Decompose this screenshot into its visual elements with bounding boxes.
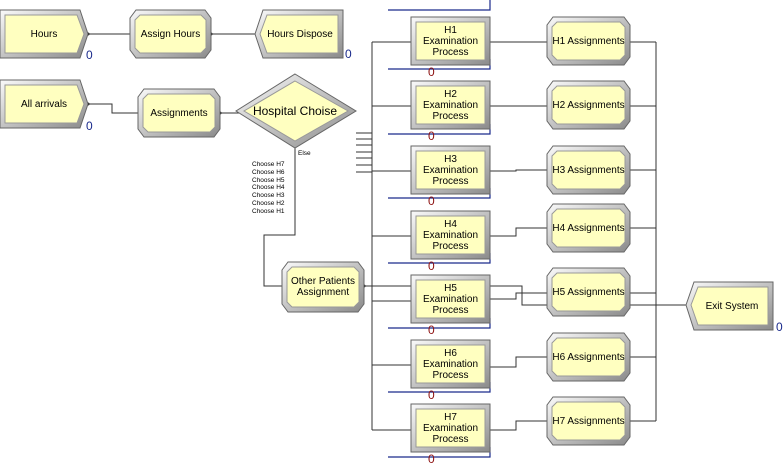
condition-label: Choose H4 xyxy=(252,184,285,192)
exit-system-counter: 0 xyxy=(776,320,783,334)
hours-dispose-module[interactable] xyxy=(254,9,344,59)
h6-examination-process-module[interactable] xyxy=(410,339,491,389)
h1-process-counter: 0 xyxy=(428,65,435,79)
all-arrivals-create-module[interactable] xyxy=(0,79,89,129)
assignments-module[interactable] xyxy=(137,88,221,138)
h6-assignments-module[interactable] xyxy=(546,332,631,382)
h3-assignments-module[interactable] xyxy=(546,145,631,195)
hours-counter: 0 xyxy=(86,48,93,62)
h4-examination-process-module[interactable] xyxy=(410,210,491,260)
h5-examination-process-module[interactable] xyxy=(410,274,491,324)
condition-label: Choose H7 xyxy=(252,161,285,168)
h7-process-counter: 0 xyxy=(428,452,435,466)
assign-hours-module[interactable] xyxy=(129,9,212,59)
h4-assignments-module[interactable] xyxy=(546,203,631,253)
else-label: Else xyxy=(298,150,311,157)
h5-assignments-module[interactable] xyxy=(546,267,631,317)
hours-dispose-counter: 0 xyxy=(345,47,352,61)
h2-examination-process-module[interactable] xyxy=(410,80,491,130)
hours-create-module[interactable] xyxy=(0,9,89,59)
h4-process-counter: 0 xyxy=(428,259,435,273)
h2-assignments-module[interactable] xyxy=(546,80,631,130)
hospital-choise-decision[interactable] xyxy=(235,73,357,149)
all-arrivals-counter: 0 xyxy=(86,119,93,133)
h5-process-counter: 0 xyxy=(428,323,435,337)
condition-label: Choose H1 xyxy=(252,207,285,215)
h7-examination-process-module[interactable] xyxy=(410,403,491,453)
h2-process-counter: 0 xyxy=(428,129,435,143)
condition-label: Choose H6 xyxy=(252,168,285,176)
condition-label: Choose H5 xyxy=(252,176,285,184)
condition-label: Choose H3 xyxy=(252,192,285,200)
condition-label: Choose H2 xyxy=(252,199,285,207)
exit-system-dispose-module[interactable] xyxy=(685,281,774,331)
h6-process-counter: 0 xyxy=(428,388,435,402)
other-patients-assignment-module[interactable] xyxy=(281,261,365,313)
h7-assignments-module[interactable] xyxy=(546,396,631,446)
h1-examination-process-module[interactable] xyxy=(410,16,491,66)
h1-assignments-module[interactable] xyxy=(546,16,631,66)
h3-examination-process-module[interactable] xyxy=(410,145,491,195)
h3-process-counter: 0 xyxy=(428,194,435,208)
